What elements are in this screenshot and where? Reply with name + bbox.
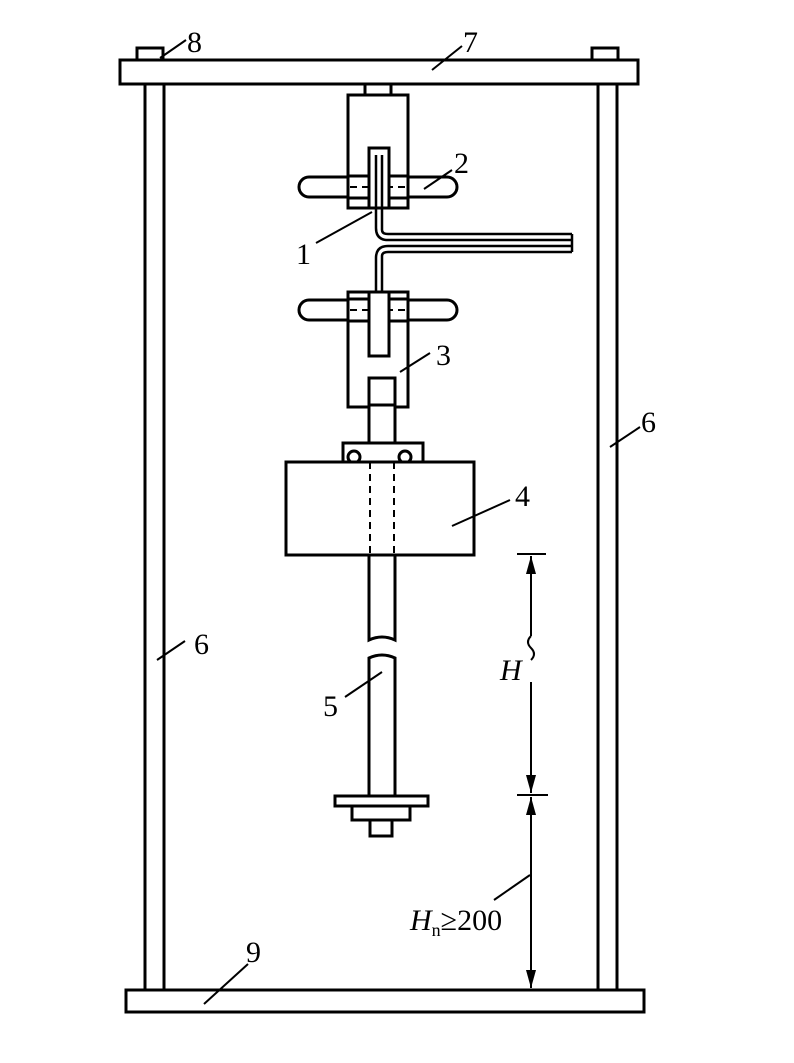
dim-H-label: H — [499, 654, 524, 687]
rod-upper-segment — [367, 403, 397, 447]
label-5: 5 — [323, 690, 338, 723]
rod — [333, 553, 430, 838]
dim-H-break — [527, 635, 535, 661]
label-7: 7 — [463, 26, 478, 59]
dim-Hn-arrow-up — [526, 797, 536, 815]
dim-Hn-label: Hn≥200 — [409, 904, 502, 940]
dim-H-arrow-up — [526, 556, 536, 574]
label-4: 4 — [515, 480, 530, 513]
label-6-right: 6 — [641, 406, 656, 439]
label-9: 9 — [246, 936, 261, 969]
dim-Hn-arrow-down — [526, 970, 536, 988]
label-3: 3 — [436, 339, 451, 372]
rod-middle-segment — [367, 553, 397, 643]
label-2: 2 — [454, 147, 469, 180]
rod-foot-nut — [350, 804, 412, 822]
leader-3 — [399, 352, 431, 373]
top-plate — [118, 58, 640, 86]
lower-clamp-slot — [367, 290, 391, 358]
dim-Hn-subscript: n — [432, 920, 441, 940]
dimension-labels: H Hn≥200 — [409, 654, 524, 940]
upper-clamp-slot — [367, 146, 391, 210]
dim-Hn-condition: ≥200 — [441, 904, 502, 937]
specimen-outer-edge — [374, 155, 572, 242]
lower-clamp — [297, 290, 459, 409]
leader-Hn — [493, 874, 531, 901]
lower-clamp-stem — [367, 376, 397, 409]
leader-1 — [315, 211, 373, 244]
rod-foot-tip — [368, 818, 394, 838]
part-labels: 8 7 2 1 3 6 4 6 5 9 — [187, 26, 656, 969]
rod-lower-segment — [367, 653, 397, 798]
leader-lines — [156, 39, 641, 1005]
label-8: 8 — [187, 26, 202, 59]
specimen-lower-inner-edge — [380, 250, 572, 325]
upper-clamp — [297, 82, 459, 210]
dim-H-arrow-down — [526, 775, 536, 793]
weight — [284, 441, 476, 557]
leader-9 — [203, 963, 249, 1005]
dimension-H — [517, 553, 548, 796]
label-1: 1 — [296, 238, 311, 271]
leader-6-right — [609, 426, 641, 448]
rod-upper — [367, 403, 397, 447]
leader-8 — [159, 39, 187, 59]
leader-4 — [451, 499, 511, 527]
specimen-lower-outer-edge — [374, 244, 572, 325]
right-column — [596, 82, 619, 993]
left-column — [143, 82, 166, 993]
leader-6-left — [156, 640, 186, 661]
specimen — [374, 155, 574, 325]
bottom-plate — [124, 988, 646, 1014]
weight-block — [284, 460, 476, 557]
dimension-Hn — [526, 797, 536, 988]
label-6-left: 6 — [194, 628, 209, 661]
leader-2 — [423, 169, 453, 190]
leader-7 — [431, 45, 463, 71]
specimen-inner-edge — [380, 155, 572, 236]
dim-Hn-symbol: H — [409, 904, 434, 937]
leader-5 — [344, 671, 383, 698]
